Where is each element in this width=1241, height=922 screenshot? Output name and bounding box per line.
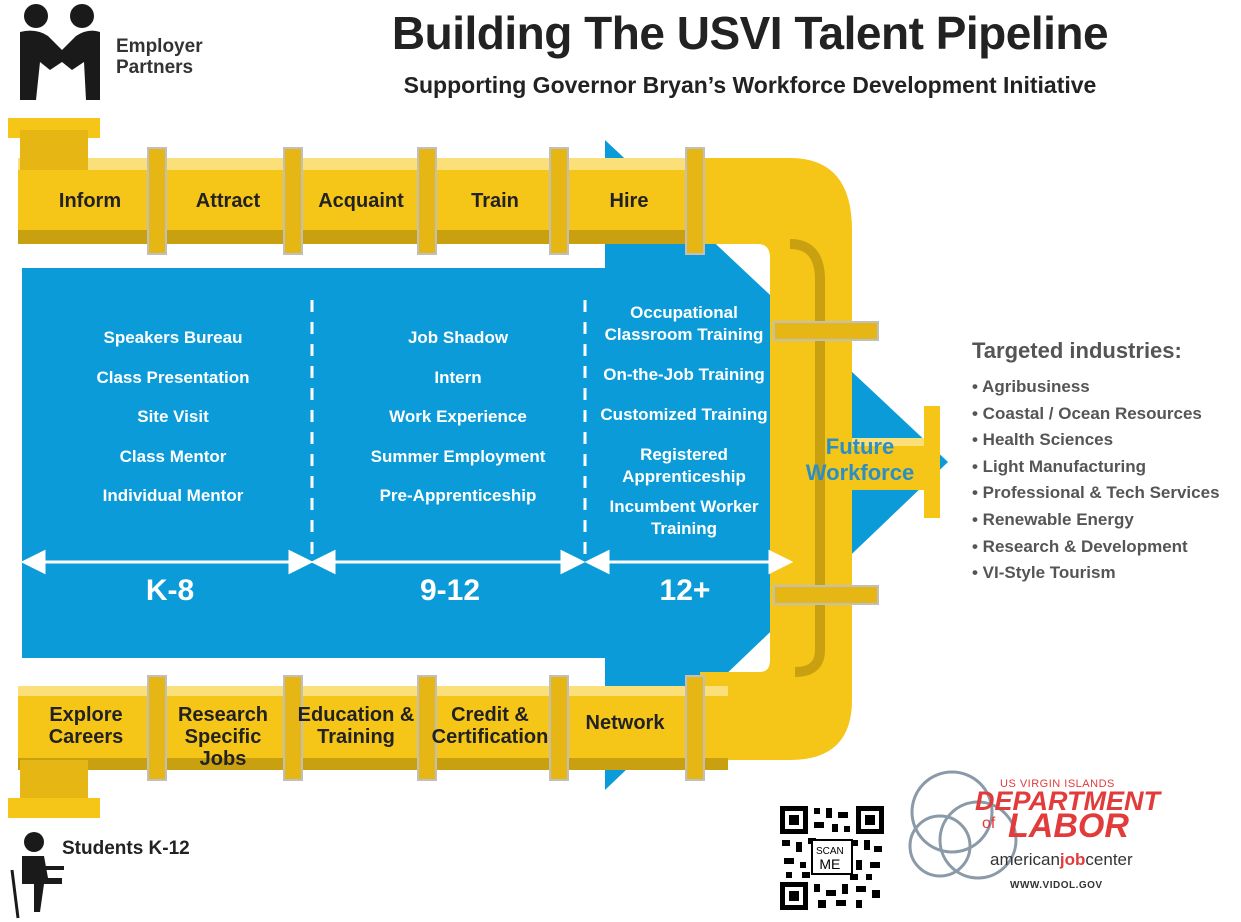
industry-item: • VI-Style Tourism: [972, 563, 1116, 583]
top-pipe-label-attract: Attract: [195, 190, 261, 212]
bottom-pipe-label-line: Research: [177, 704, 269, 726]
industry-item: • Renewable Energy: [972, 509, 1134, 529]
dol-logo-of: of: [982, 815, 996, 832]
page-subtitle: Supporting Governor Bryan’s Workforce De…: [403, 72, 1097, 98]
ajc-post: center: [1085, 850, 1133, 869]
grade-label-9-12: 9-12: [419, 574, 481, 607]
bottom-pipe-label-explore: Explore Careers: [24, 704, 148, 748]
employer-partners-label: Employer Partners: [116, 36, 203, 78]
activity-item: Occupational: [630, 303, 738, 322]
top-pipe-label-hire: Hire: [609, 190, 649, 212]
activity-item: Work Experience: [389, 407, 527, 426]
student-icon: [10, 832, 64, 919]
bottom-pipe-label-education: Education & Training: [296, 704, 416, 748]
stage-9-12: Job Shadow Intern Work Experience Summer…: [318, 318, 598, 516]
dol-logo-small-text: US VIRGIN ISLANDS: [1000, 778, 1115, 790]
bottom-pipe-label-line: Specific Jobs: [184, 726, 262, 770]
stage-k8: Speakers Bureau Class Presentation Site …: [30, 318, 316, 516]
industry-item: • Professional & Tech Services: [972, 483, 1220, 503]
american-job-center-text: americanjobcenter: [990, 850, 1133, 870]
activity-item: Training: [650, 519, 718, 538]
activity-item: Class Mentor: [119, 446, 227, 466]
employer-label-line1: Employer: [116, 36, 203, 57]
bottom-pipe-label-line: Careers: [48, 726, 124, 748]
bottom-pipe-label-line: Education &: [297, 704, 415, 726]
future-line1: Future: [825, 434, 895, 459]
activity-item: Class Presentation: [96, 367, 250, 387]
industry-item: • Agribusiness: [972, 377, 1090, 396]
industry-item: • Light Manufacturing: [972, 456, 1147, 476]
industry-item: • Health Sciences: [972, 430, 1114, 450]
industries-list: • Agribusiness • Coastal / Ocean Resourc…: [972, 374, 1220, 587]
ajc-bold: job: [1059, 850, 1086, 869]
bottom-pipe-label-line: Explore: [49, 704, 123, 726]
top-pipe: [18, 158, 738, 244]
activity-item: Intern: [434, 367, 482, 387]
future-line2: Workforce: [805, 460, 915, 485]
bottom-pipe-label-credit: Credit & Certification: [428, 704, 552, 748]
employer-label-line2: Partners: [116, 57, 194, 78]
qr-scan-text: SCAN: [816, 846, 844, 857]
bottom-pipe: [18, 686, 728, 770]
employer-partners-icon: [20, 4, 100, 101]
stage-12-plus: Occupational Classroom Training On-the-J…: [586, 302, 782, 540]
activity-item: Site Visit: [137, 407, 209, 426]
bottom-pipe-label-research: Research Specific Jobs: [162, 704, 284, 770]
future-workforce-label: Future Workforce: [790, 434, 930, 486]
page-title: Building The USVI Talent Pipeline: [391, 7, 1109, 59]
activity-item: On-the-Job Training: [603, 365, 765, 384]
activity-item: Pre-Apprenticeship: [379, 486, 537, 505]
dol-logo-circles: [908, 770, 1018, 880]
bottom-pipe-label-line: Credit &: [451, 704, 529, 726]
activity-item: Apprenticeship: [622, 467, 746, 486]
qr-scan-me-label: SCAN ME: [814, 846, 846, 872]
bottom-pipe-label-network: Network: [566, 712, 684, 734]
grade-label-k8: K-8: [145, 574, 195, 607]
ajc-pre: american: [990, 850, 1060, 869]
top-pipe-label-inform: Inform: [58, 190, 122, 212]
dol-logo-labor: LABOR: [1008, 807, 1129, 845]
students-label: Students K-12: [62, 838, 190, 859]
grade-label-12-plus: 12+: [659, 574, 711, 607]
top-pipe-label-acquaint: Acquaint: [318, 190, 404, 212]
qr-code: [780, 806, 884, 910]
pipeline-blue-arrow: [22, 140, 948, 790]
activity-item: Individual Mentor: [102, 486, 244, 505]
bottom-pipe-label-line: Certification: [431, 726, 549, 748]
activity-item: Customized Training: [600, 405, 768, 424]
activity-item: Registered: [640, 445, 728, 464]
bottom-pipe-label-line: Training: [317, 726, 395, 748]
activity-item: Summer Employment: [370, 446, 546, 466]
industry-item: • Research & Development: [972, 536, 1188, 556]
activity-item: Incumbent Worker: [609, 497, 759, 516]
qr-me-text: ME: [819, 856, 841, 872]
industry-item: • Coastal / Ocean Resources: [972, 403, 1202, 423]
top-pipe-label-train: Train: [471, 190, 519, 212]
activity-item: Classroom Training: [604, 325, 764, 344]
activity-item: Speakers Bureau: [103, 328, 243, 347]
activity-item: Job Shadow: [407, 328, 509, 347]
dol-logo-department: DEPARTMENT: [975, 786, 1161, 816]
vidol-url[interactable]: WWW.VIDOL.GOV: [1010, 880, 1103, 891]
industries-title: Targeted industries:: [972, 338, 1182, 363]
bottom-pipe-label-line: Network: [585, 712, 665, 734]
